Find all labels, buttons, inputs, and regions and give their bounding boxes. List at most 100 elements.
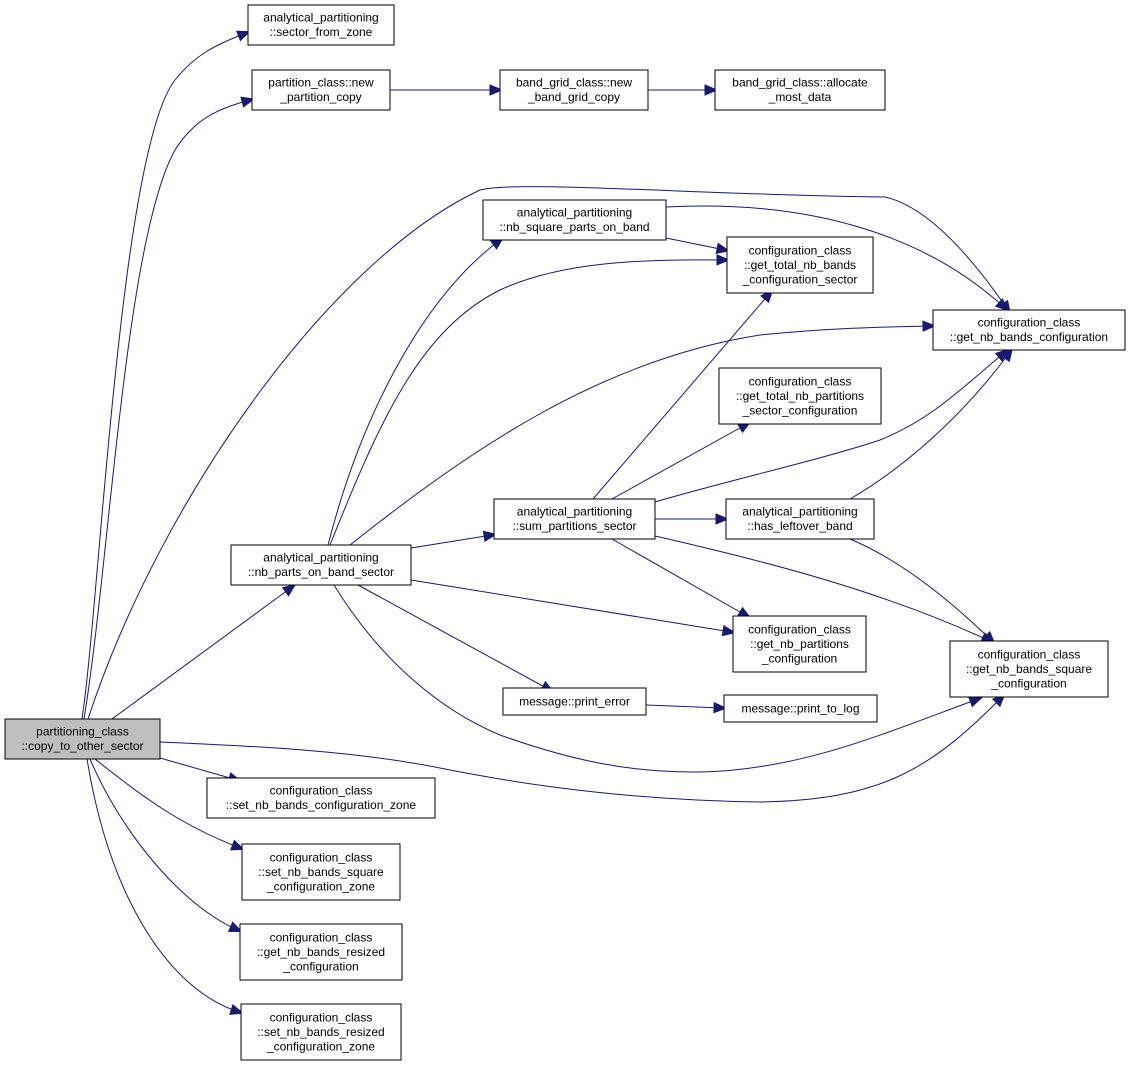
node-get_nb_bands_configuration[interactable]: configuration_class::get_nb_bands_config…: [932, 309, 1126, 351]
edge-line: [111, 586, 293, 720]
node-box[interactable]: [247, 4, 395, 46]
node-label-line: ::nb_square_parts_on_band: [499, 220, 649, 234]
node-label-line: ::get_nb_bands_configuration: [950, 330, 1108, 344]
node-label-line: message::print_to_log: [741, 701, 859, 715]
node-box[interactable]: [206, 777, 436, 819]
arrowhead-icon: [229, 1003, 245, 1015]
edge-line: [592, 292, 771, 500]
node-label-line: ::set_nb_bands_configuration_zone: [226, 798, 416, 812]
node-box[interactable]: [718, 367, 882, 425]
arrowhead-icon: [482, 530, 498, 543]
edge-sum_partitions_sector-to-get_total_nb_partitions_sector_configuration: [611, 421, 752, 500]
node-box[interactable]: [723, 694, 878, 723]
node-label-line: configuration_class: [749, 374, 852, 388]
arrowhead-icon: [240, 96, 256, 108]
node-label-line: _configuration_zone: [266, 879, 375, 893]
edge-nb_square_parts_on_band-to-get_nb_bands_configuration: [665, 205, 1009, 312]
node-set_nb_bands_resized_configuration_zone[interactable]: configuration_class::set_nb_bands_resize…: [240, 1003, 402, 1061]
arrowhead-icon: [230, 839, 245, 851]
node-box[interactable]: [714, 69, 886, 111]
edge-nb_parts_on_band_sector-to-get_nb_bands_configuration: [349, 320, 937, 546]
node-label-line: _configuration: [282, 959, 358, 973]
node-get_total_nb_partitions_sector_configuration[interactable]: configuration_class::get_total_nb_partit…: [718, 367, 882, 425]
node-box[interactable]: [499, 69, 649, 111]
node-box[interactable]: [239, 923, 403, 981]
node-print_to_log[interactable]: message::print_to_log: [723, 694, 878, 723]
node-box[interactable]: [725, 498, 875, 540]
node-label-line: ::get_total_nb_partitions: [736, 389, 864, 403]
node-label-line: ::set_nb_bands_square: [258, 865, 384, 879]
arrowhead-icon: [704, 84, 719, 96]
node-label-line: ::set_nb_bands_resized: [257, 1025, 384, 1039]
edge-line: [849, 351, 1011, 500]
edge-line: [159, 696, 1003, 803]
node-box[interactable]: [230, 544, 412, 586]
node-label-line: ::nb_parts_on_band_sector: [248, 565, 394, 579]
edge-line: [94, 758, 241, 849]
node-has_leftover_band[interactable]: analytical_partitioning::has_leftover_ba…: [725, 498, 875, 540]
node-set_nb_bands_configuration_zone[interactable]: configuration_class::set_nb_bands_config…: [206, 777, 436, 819]
node-box[interactable]: [251, 69, 391, 111]
node-label-line: analytical_partitioning: [263, 11, 378, 25]
node-box[interactable]: [732, 615, 867, 673]
arrowhead-icon: [968, 696, 983, 708]
node-box[interactable]: [493, 498, 656, 540]
node-print_error[interactable]: message::print_error: [502, 687, 647, 716]
arrowhead-icon: [235, 30, 251, 42]
node-allocate_most_data[interactable]: band_grid_class::allocate_most_data: [714, 69, 886, 111]
node-box[interactable]: [482, 199, 667, 241]
node-new_partition_copy[interactable]: partition_class::new_partition_copy: [251, 69, 391, 111]
edge-line: [86, 758, 240, 1013]
node-get_nb_partitions_configuration[interactable]: configuration_class::get_nb_partitions_c…: [732, 615, 867, 673]
node-set_nb_bands_square_configuration_zone[interactable]: configuration_class::set_nb_bands_square…: [241, 843, 401, 901]
node-sum_partitions_sector[interactable]: analytical_partitioning::sum_partitions_…: [493, 498, 656, 540]
call-graph-nodes: partitioning_class::copy_to_other_sector…: [4, 4, 1126, 1061]
node-label-line: ::sum_partitions_sector: [512, 519, 636, 533]
node-new_band_grid_copy[interactable]: band_grid_class::new_band_grid_copy: [499, 69, 649, 111]
edge-copy_to_other_sector-to-set_nb_bands_resized_configuration_zone: [86, 758, 245, 1015]
node-label-line: ::copy_to_other_sector: [21, 739, 143, 753]
node-label-line: partitioning_class: [36, 725, 129, 739]
node-box[interactable]: [949, 640, 1109, 698]
node-label-line: configuration_class: [978, 647, 1081, 661]
node-label-line: ::get_nb_bands_square: [966, 662, 1092, 676]
node-label-line: configuration_class: [978, 316, 1081, 330]
node-label-line: _configuration_zone: [266, 1039, 375, 1053]
node-box[interactable]: [240, 1003, 402, 1061]
edge-copy_to_other_sector-to-get_nb_bands_resized_configuration: [89, 758, 243, 933]
node-nb_square_parts_on_band[interactable]: analytical_partitioning::nb_square_parts…: [482, 199, 667, 241]
edge-line: [159, 757, 238, 781]
node-label-line: _band_grid_copy: [527, 90, 620, 104]
edge-new_partition_copy-to-new_band_grid_copy: [390, 84, 504, 96]
node-label-line: configuration_class: [270, 784, 373, 798]
node-label-line: configuration_class: [270, 850, 373, 864]
node-sector_from_zone[interactable]: analytical_partitioning::sector_from_zon…: [247, 4, 395, 46]
node-box[interactable]: [502, 687, 647, 716]
edge-nb_parts_on_band_sector-to-sum_partitions_sector: [410, 530, 498, 549]
edge-line: [333, 584, 979, 773]
node-copy_to_other_sector[interactable]: partitioning_class::copy_to_other_sector: [4, 718, 161, 760]
node-label-line: partition_class::new: [268, 76, 374, 90]
node-box[interactable]: [241, 843, 401, 901]
edge-sum_partitions_sector-to-get_nb_partitions_configuration: [611, 538, 752, 619]
arrowhead-icon: [227, 921, 243, 933]
edge-line: [665, 237, 726, 251]
arrowhead-icon: [721, 624, 737, 637]
node-nb_parts_on_band_sector[interactable]: analytical_partitioning::nb_parts_on_ban…: [230, 544, 412, 586]
edge-copy_to_other_sector-to-nb_parts_on_band_sector: [111, 583, 297, 720]
edge-nb_square_parts_on_band-to-get_total_nb_bands_configuration_sector: [665, 237, 731, 254]
node-box[interactable]: [932, 309, 1126, 351]
edge-has_leftover_band-to-get_nb_bands_configuration: [849, 347, 1014, 500]
node-get_total_nb_bands_configuration_sector[interactable]: configuration_class::get_total_nb_bands_…: [726, 236, 874, 294]
node-get_nb_bands_resized_configuration[interactable]: configuration_class::get_nb_bands_resize…: [239, 923, 403, 981]
node-label-line: analytical_partitioning: [517, 505, 632, 519]
edge-copy_to_other_sector-to-new_partition_copy: [83, 96, 256, 720]
node-box[interactable]: [726, 236, 874, 294]
node-label-line: configuration_class: [749, 243, 852, 257]
node-box[interactable]: [4, 718, 161, 760]
edge-line: [665, 205, 1006, 309]
node-label-line: analytical_partitioning: [742, 505, 857, 519]
edge-new_band_grid_copy-to-allocate_most_data: [648, 84, 719, 96]
node-get_nb_bands_square_configuration[interactable]: configuration_class::get_nb_bands_square…: [949, 640, 1109, 698]
